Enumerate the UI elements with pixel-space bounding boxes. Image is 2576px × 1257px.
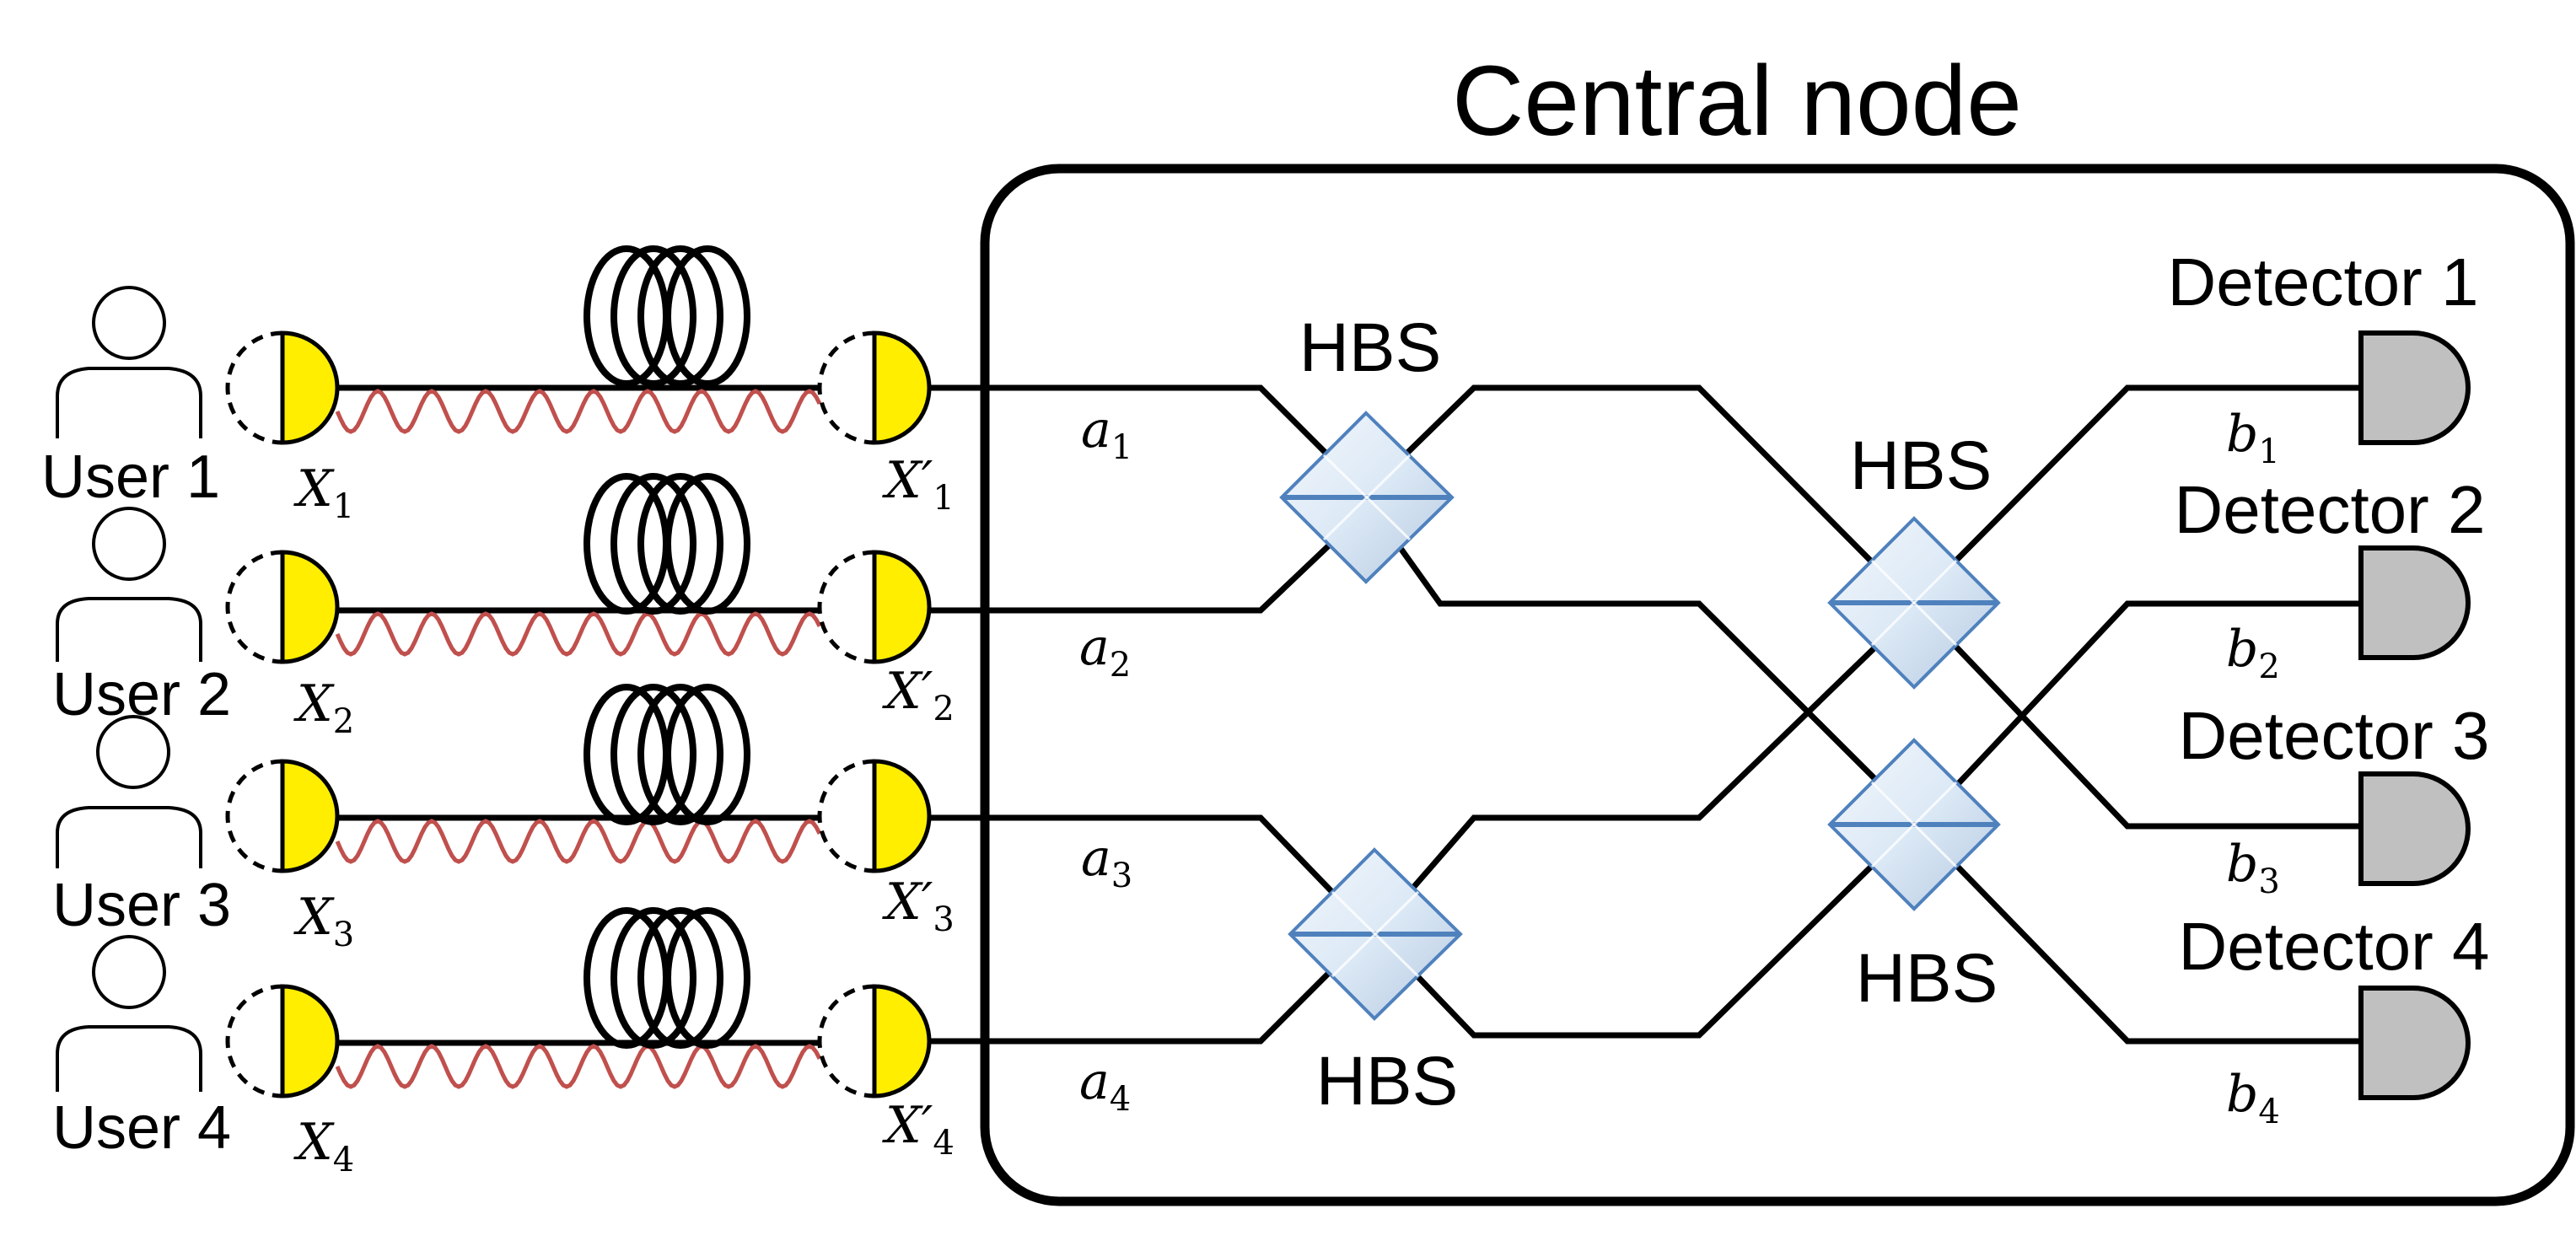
- source-icon-prime: [817, 330, 932, 445]
- beam-splitter-1: [1279, 411, 1455, 584]
- fiber-coil-icon: [583, 473, 750, 615]
- beam-splitter-2: [1288, 847, 1463, 1021]
- user-label: User 4: [52, 1094, 231, 1162]
- fiber-coil-icon: [583, 684, 750, 825]
- detector-icon-4: [2358, 986, 2471, 1100]
- beam-splitter-label: HBS: [1316, 1043, 1459, 1120]
- output-mode-label: b2: [2226, 620, 2280, 686]
- user-icon: [56, 507, 202, 662]
- user-row-2: User 2 X2 X′2: [52, 473, 955, 741]
- central-node-box: [980, 164, 2575, 1206]
- mode-x-prime-label: X′2: [882, 662, 955, 728]
- mode-x-label: X3: [293, 888, 354, 954]
- mode-x-prime-label: X′4: [882, 1096, 955, 1163]
- input-mode-label: a4: [1079, 1052, 1131, 1119]
- entanglement-wave: [335, 611, 822, 657]
- entanglement-wave: [335, 389, 822, 434]
- user-icon: [56, 286, 202, 438]
- detector-icon-1: [2358, 330, 2471, 445]
- mode-x-prime-label: X′3: [882, 873, 955, 939]
- beam-splitter-4: [1827, 738, 2001, 911]
- entanglement-wave: [335, 819, 822, 864]
- beam-splitter-label: HBS: [1299, 309, 1442, 386]
- input-mode-label: a1: [1081, 400, 1132, 467]
- mode-x-label: X1: [293, 459, 354, 526]
- source-icon: [225, 759, 340, 873]
- beam-splitter-label: HBS: [1850, 427, 1993, 504]
- mode-x-prime-label: X′1: [882, 451, 955, 518]
- source-icon: [225, 984, 340, 1099]
- mode-x-label: X4: [293, 1113, 354, 1179]
- source-icon-prime: [817, 984, 932, 1099]
- output-mode-label: b4: [2226, 1065, 2280, 1131]
- user-row-1: User 1 X1 X′1: [41, 245, 955, 526]
- beam-splitter-label: HBS: [1856, 940, 1998, 1017]
- output-mode-label: b3: [2226, 835, 2280, 901]
- input-mode-label: a3: [1081, 829, 1132, 895]
- central-node-title: Central node: [1452, 46, 2022, 157]
- beam-splitter-3: [1827, 516, 2001, 690]
- output-mode-label: b1: [2226, 405, 2280, 471]
- mode-x-label: X2: [293, 674, 354, 741]
- detector-icon-2: [2358, 545, 2471, 660]
- source-icon-prime: [817, 759, 932, 873]
- detector-label: Detector 3: [2178, 698, 2489, 773]
- user-label: User 3: [52, 872, 231, 939]
- source-icon: [225, 550, 340, 664]
- optical-paths: [929, 384, 2369, 1045]
- source-icon: [225, 330, 340, 445]
- fiber-coil-icon: [583, 907, 750, 1049]
- detector-label: Detector 2: [2174, 472, 2485, 547]
- fiber-coil-icon: [583, 245, 750, 387]
- detector-label: Detector 1: [2167, 244, 2478, 320]
- entanglement-wave: [335, 1044, 822, 1089]
- user-row-3: User 3 X3 X′3: [52, 684, 955, 954]
- user-label: User 1: [41, 443, 220, 511]
- source-icon-prime: [817, 550, 932, 664]
- user-icon: [56, 715, 202, 868]
- user-icon: [56, 935, 202, 1092]
- user-row-4: User 4 X4 X′4: [52, 907, 955, 1179]
- detector-icon-3: [2358, 771, 2471, 886]
- detector-label: Detector 4: [2178, 909, 2489, 984]
- input-mode-label: a2: [1079, 618, 1131, 685]
